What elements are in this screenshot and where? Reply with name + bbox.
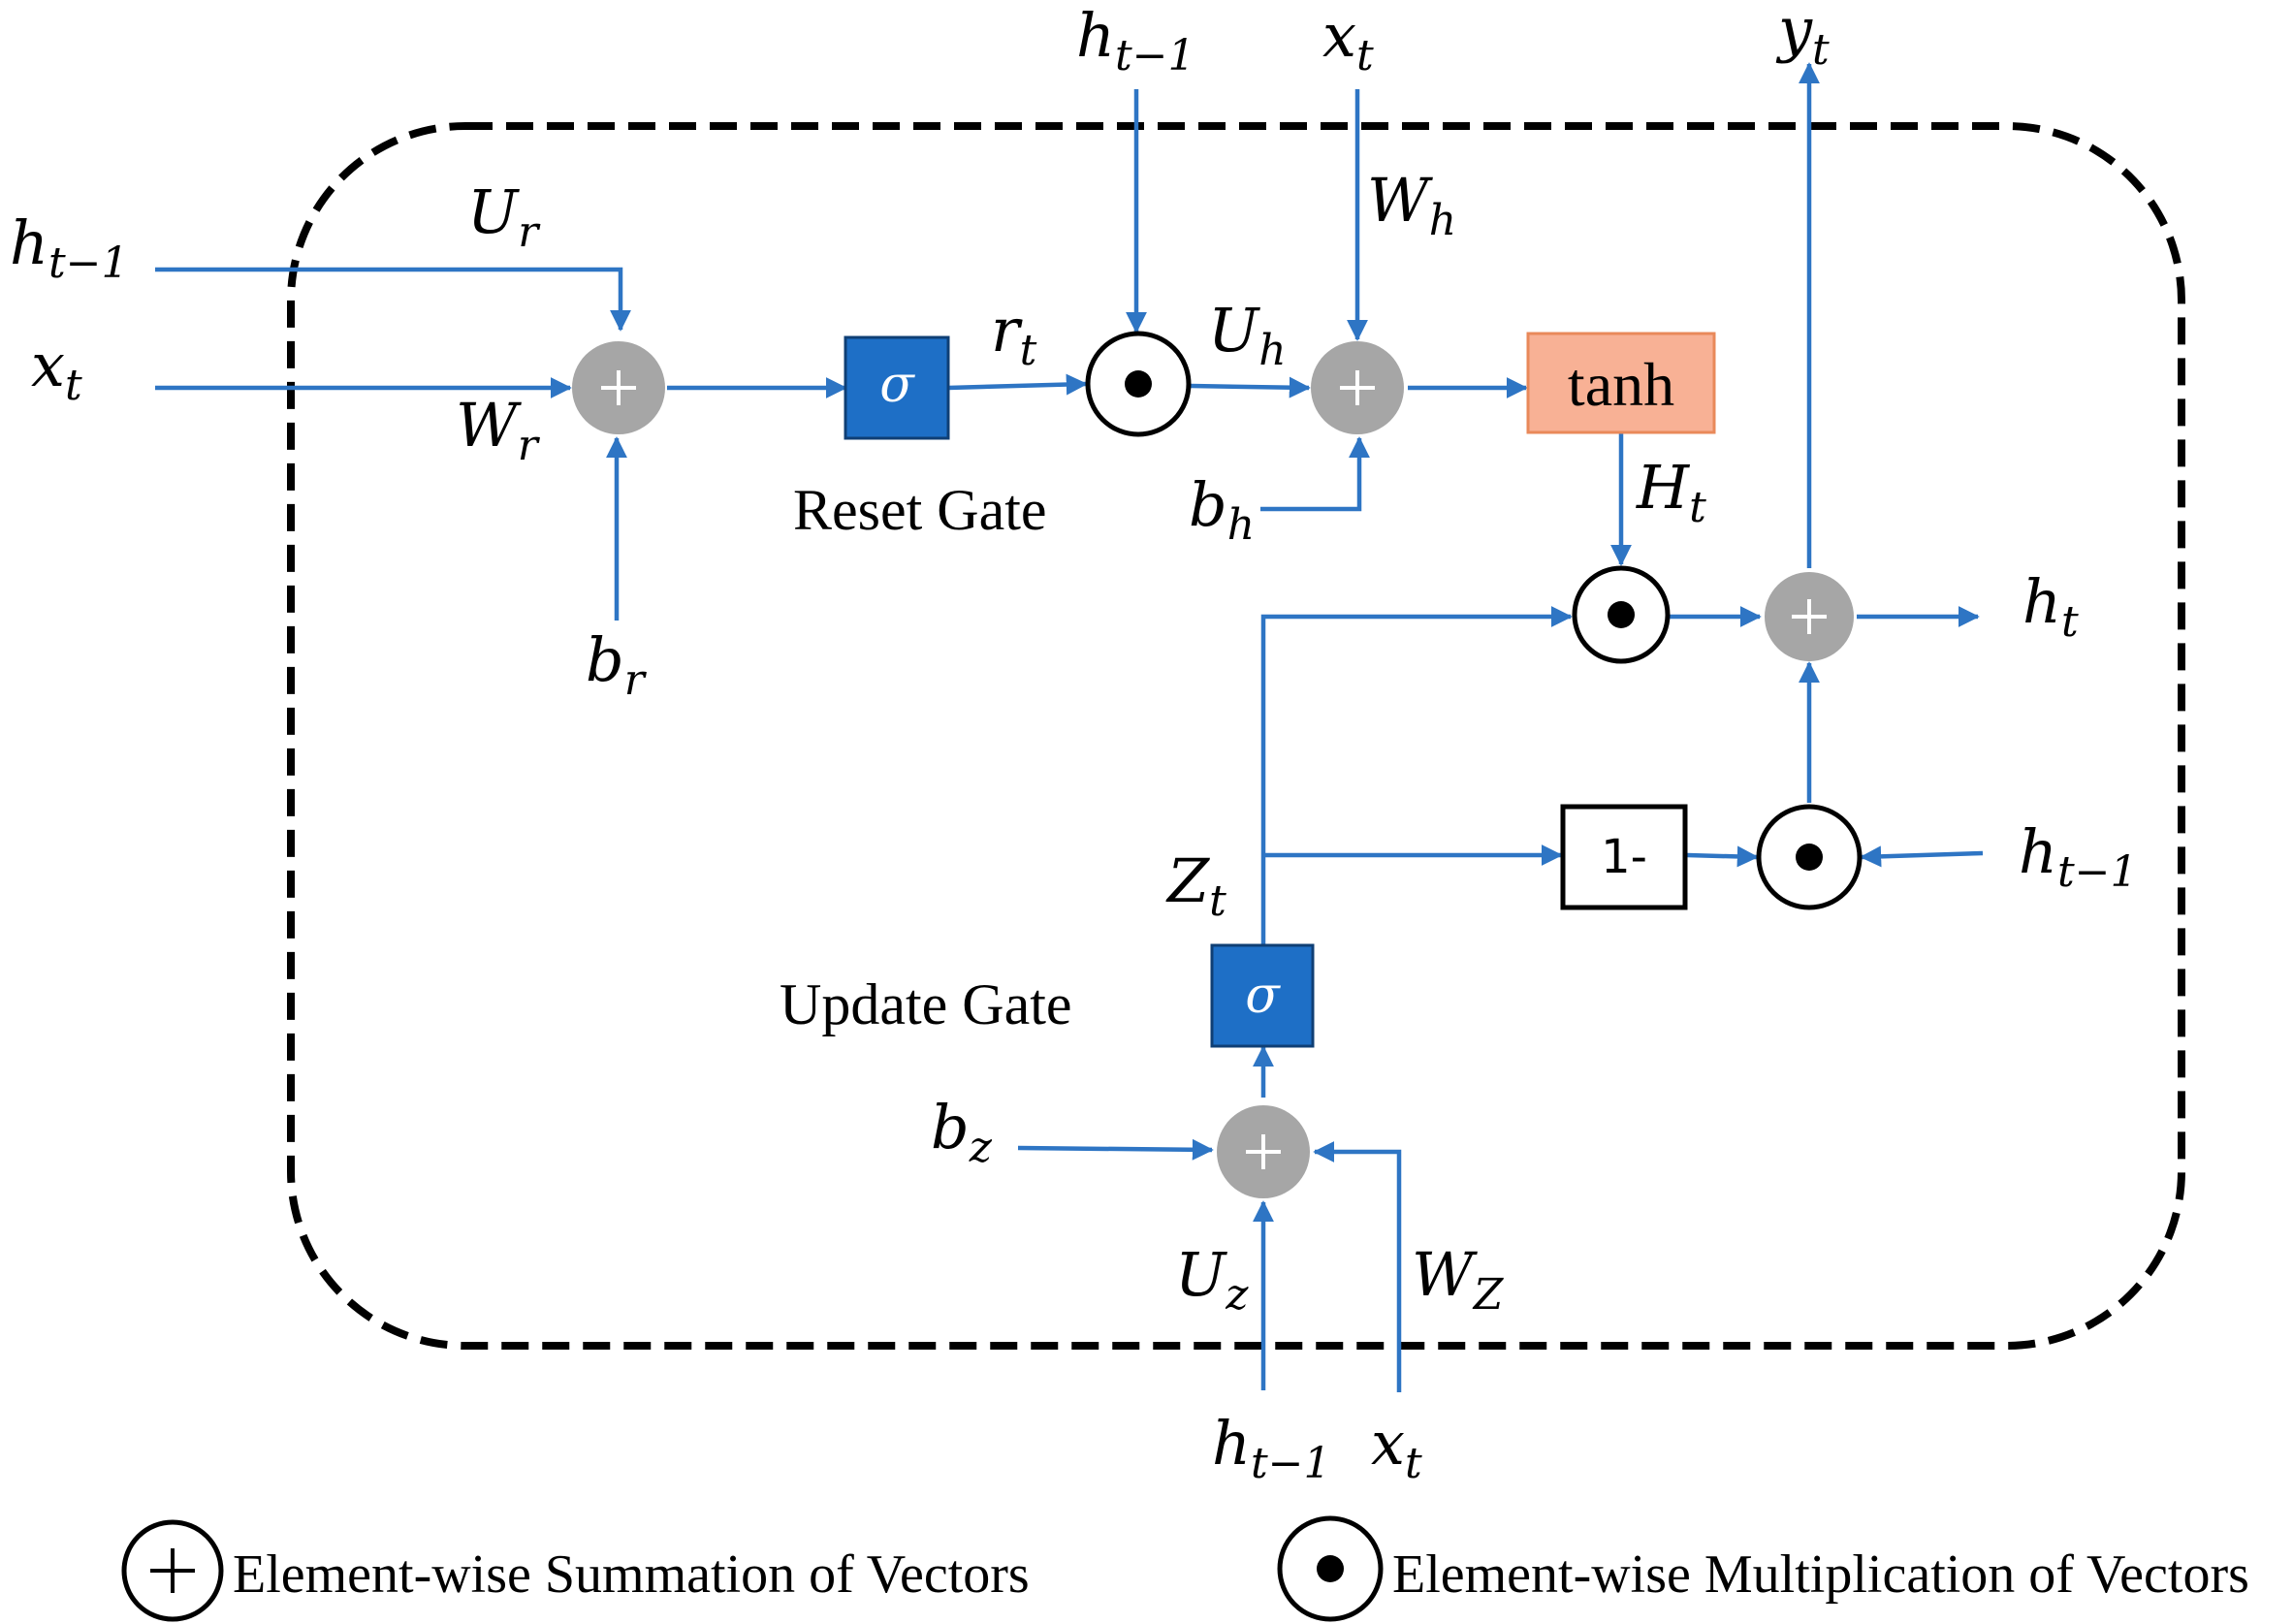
label-rt: rt — [991, 295, 1037, 375]
label-Ht: Ht — [1636, 452, 1706, 532]
label-hprev-top: ht−1 — [1076, 0, 1194, 80]
label-Wz: WZ — [1412, 1239, 1505, 1320]
reset-sum-node — [572, 341, 665, 434]
label-bh: bh — [1189, 469, 1255, 550]
reset-mult-node — [1085, 331, 1192, 437]
math-labels: ht−1 xt Ur Wr br rt ht−1 xt yt Uh Wh bh … — [10, 0, 2137, 1488]
output-mult-node — [1572, 565, 1671, 664]
label-bz: bz — [931, 1092, 993, 1172]
dot-icon — [1125, 370, 1152, 398]
dot-icon — [1317, 1555, 1344, 1582]
reset-gate-label: Reset Gate — [793, 478, 1047, 542]
candidate-sum-node — [1311, 341, 1404, 434]
arrow-right-hprev-to-mult2 — [1860, 845, 1984, 868]
legend-mult-item: Element-wise Multiplication of Vectors — [1277, 1515, 2249, 1622]
tanh-label: tanh — [1568, 350, 1674, 419]
label-hprev-bottom: ht−1 — [1212, 1408, 1330, 1488]
label-Uh: Uh — [1208, 295, 1287, 375]
label-Zt: Zt — [1165, 845, 1226, 926]
arrow-sigma-to-mult — [947, 373, 1088, 396]
cell-boundary — [287, 122, 2185, 1350]
label-Uz: Uz — [1175, 1239, 1249, 1320]
label-Wr: Wr — [456, 390, 541, 470]
dot-icon — [1796, 844, 1823, 871]
reset-sigma-box: σ — [844, 335, 950, 440]
label-Wh: Wh — [1367, 165, 1456, 245]
arrow-bh-to-candidate-sum — [1260, 436, 1370, 512]
one-minus-box: 1- — [1560, 804, 1688, 910]
legend: Element-wise Summation of Vectors Elemen… — [121, 1515, 2249, 1622]
label-Ur: Ur — [467, 176, 541, 257]
connections — [155, 62, 1984, 1392]
arrow-bz-to-update-sum — [1017, 1138, 1214, 1161]
update-sigma-label: σ — [1245, 967, 1281, 1025]
output-sum-node — [1765, 572, 1854, 661]
legend-sum-item: Element-wise Summation of Vectors — [121, 1519, 1030, 1622]
label-xt-bottom: xt — [1371, 1408, 1422, 1488]
label-ht-out: ht — [2022, 566, 2079, 647]
arrow-hprev-to-reset-sum — [155, 267, 631, 332]
label-xt-top: xt — [1322, 0, 1374, 80]
plus-icon — [1340, 370, 1375, 405]
legend-mult-label: Element-wise Multiplication of Vectors — [1392, 1544, 2249, 1605]
tanh-box: tanh — [1526, 332, 1716, 434]
update-sigma-box: σ — [1210, 943, 1315, 1048]
plus-icon — [1246, 1134, 1281, 1169]
dot-icon — [1608, 601, 1635, 628]
hprev-mult-node — [1756, 804, 1863, 910]
update-gate-label: Update Gate — [780, 972, 1072, 1036]
arrow-one-minus-to-mult2 — [1686, 845, 1759, 868]
label-yt: yt — [1775, 0, 1830, 75]
arrow-zt-to-out-mult — [1260, 606, 1573, 945]
arrow-mult-to-candidate-sum — [1190, 376, 1311, 398]
one-minus-label: 1- — [1601, 830, 1647, 884]
arrow-wz-to-update-sum — [1313, 1141, 1402, 1392]
label-hprev-right: ht−1 — [2019, 816, 2137, 897]
plus-icon — [601, 370, 636, 405]
plus-icon — [1792, 599, 1827, 634]
label-hprev-left: ht−1 — [10, 207, 128, 288]
label-br: br — [586, 624, 648, 705]
update-sum-node — [1217, 1105, 1310, 1198]
reset-sigma-label: σ — [879, 356, 915, 414]
plus-icon — [150, 1548, 195, 1593]
legend-sum-label: Element-wise Summation of Vectors — [233, 1544, 1030, 1605]
label-xt-left: xt — [31, 330, 82, 410]
